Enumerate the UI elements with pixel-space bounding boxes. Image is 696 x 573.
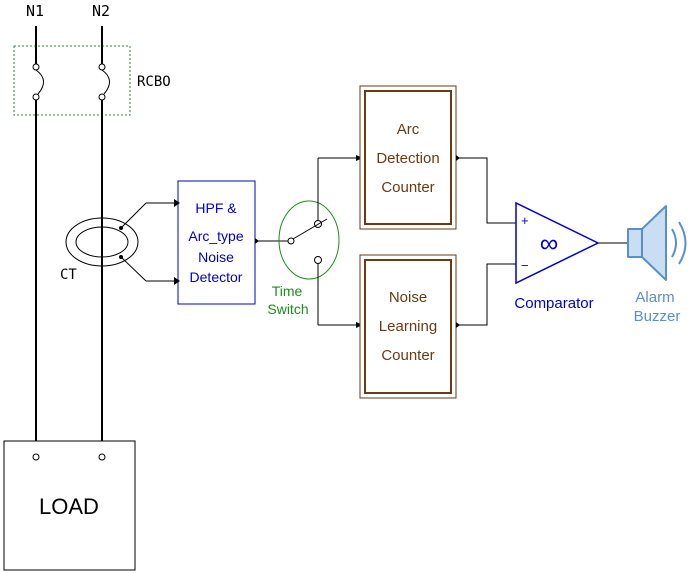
- ct-transformer: [65, 202, 178, 282]
- n1-label: N1: [26, 2, 44, 20]
- time-switch-ellipse: [278, 200, 340, 280]
- n1-conductor: [32, 26, 44, 461]
- alarm-line-2: Buzzer: [634, 308, 681, 325]
- n2-conductor: [98, 26, 110, 461]
- wire-counters-to-comparator: [456, 157, 516, 326]
- hpf-line-4: Detector: [190, 269, 243, 285]
- arc-counter-line-2: Detection: [376, 150, 439, 167]
- noise-counter-output-arrow: [456, 322, 460, 328]
- noise-learning-counter-block: [359, 254, 457, 399]
- time-switch-line-2: Switch: [267, 301, 308, 317]
- comparator-plus-sign: +: [521, 213, 529, 228]
- hpf-line-1: HPF &: [195, 200, 237, 216]
- n2-label: N2: [92, 2, 110, 20]
- comparator-infinity-icon: ∞: [540, 228, 559, 258]
- hpf-input-arrow-bottom: [174, 277, 180, 285]
- rcbo-label: RCBO: [137, 74, 171, 90]
- hpf-line-2: Arc_type: [188, 228, 243, 244]
- ct-terminal-top: [119, 226, 123, 230]
- hpf-input-arrow-top: [174, 199, 180, 207]
- noise-counter-line-2: Learning: [379, 318, 437, 335]
- comparator-triangle: [515, 201, 600, 285]
- arc-counter-output-arrow: [456, 155, 460, 161]
- alarm-line-1: Alarm: [635, 289, 674, 306]
- comparator-minus-sign: −: [521, 258, 529, 273]
- arc-counter-line-3: Counter: [381, 179, 434, 196]
- hpf-output-arrow: [255, 238, 259, 244]
- ct-terminal-bottom: [119, 255, 123, 259]
- speaker-icon: [627, 205, 687, 281]
- arc-detection-counter-block: [359, 85, 457, 230]
- time-switch: [287, 158, 328, 325]
- rcbo-box: [13, 45, 131, 116]
- load-box: [3, 440, 136, 571]
- arc-counter-line-1: Arc: [397, 121, 420, 138]
- time-switch-line-1: Time: [272, 283, 303, 299]
- noise-counter-line-3: Counter: [381, 347, 434, 364]
- comparator-label: Comparator: [514, 295, 593, 312]
- hpf-detector-block: [177, 180, 256, 305]
- load-label: LOAD: [39, 494, 99, 519]
- noise-counter-line-1: Noise: [389, 289, 427, 306]
- ct-label: CT: [60, 267, 77, 283]
- hpf-line-3: Noise: [198, 249, 234, 265]
